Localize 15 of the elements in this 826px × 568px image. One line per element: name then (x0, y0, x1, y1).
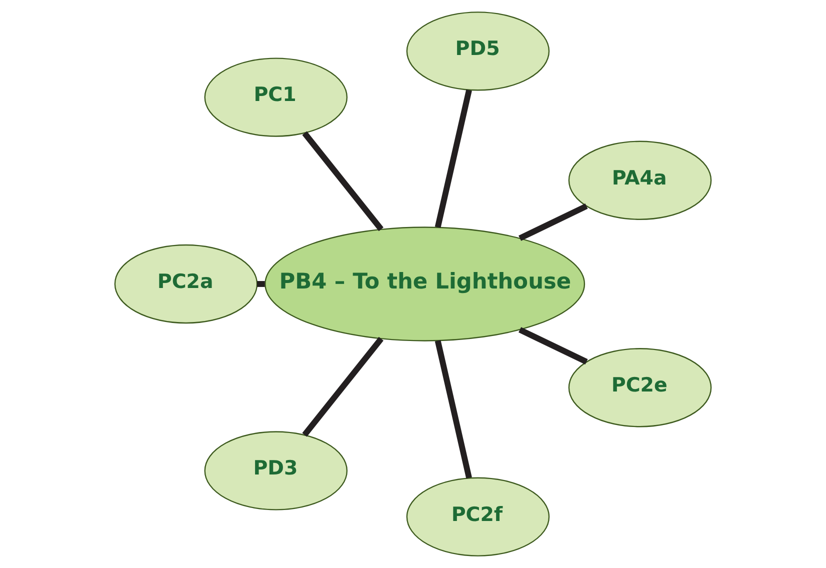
connector (518, 203, 588, 241)
node-ellipse: PC2a (114, 244, 258, 324)
node-ellipse: PC1 (204, 58, 348, 137)
node-ellipse: PD3 (204, 431, 348, 510)
connector (518, 327, 588, 365)
node-ellipse: PC2f (406, 477, 550, 556)
connector (434, 89, 472, 228)
node-ellipse: PA4a (568, 140, 712, 220)
connector (302, 336, 384, 437)
node-ellipse: PB4 – To the Lighthouse (264, 226, 586, 342)
connector (434, 340, 472, 479)
node-ellipse: PD5 (406, 12, 550, 91)
connector (257, 281, 265, 287)
connector (302, 131, 384, 232)
node-ellipse: PC2e (568, 348, 712, 428)
